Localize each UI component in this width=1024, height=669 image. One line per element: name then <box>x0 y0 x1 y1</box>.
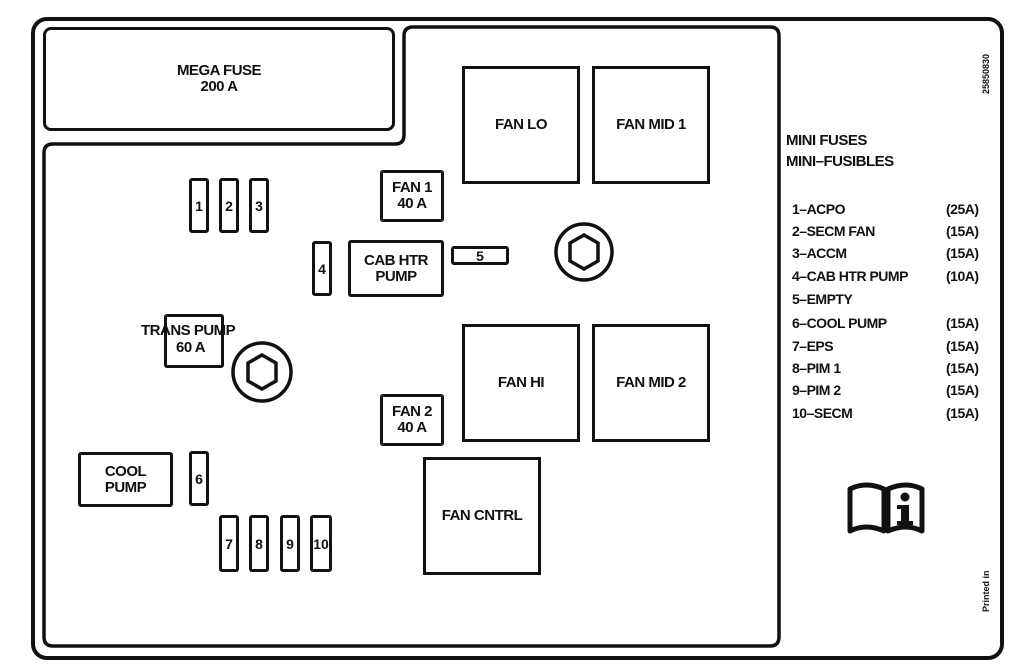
legend-row: 7–EPS (15A) <box>792 338 992 360</box>
cool-pump-line2: PUMP <box>104 478 147 496</box>
legend-item-amps: (15A) <box>946 405 979 421</box>
mini-fuse-1-number: 1 <box>195 197 203 214</box>
relay-fan-hi: FAN HI <box>462 324 580 442</box>
hex-bolt-icon <box>231 341 293 403</box>
mini-fuse-7-number: 7 <box>225 535 233 552</box>
fuse-fan-2: FAN 2 40 A <box>380 394 444 446</box>
legend-item-amps: (15A) <box>946 382 979 398</box>
mini-fuse-5: 5 <box>451 246 509 265</box>
legend-row: 9–PIM 2 (15A) <box>792 382 992 404</box>
mini-fuse-9-number: 9 <box>286 535 294 552</box>
relay-cool-pump: COOL PUMP <box>78 452 173 507</box>
legend-title-french: MINI–FUSIBLES <box>786 153 894 170</box>
relay-fan-mid-2: FAN MID 2 <box>592 324 710 442</box>
legend-item-name: 1–ACPO <box>792 201 846 217</box>
legend-item-amps: (15A) <box>946 315 979 331</box>
relay-fan-mid-1: FAN MID 1 <box>592 66 710 184</box>
relay-fan-lo-label: FAN LO <box>495 116 548 133</box>
trans-pump-rating: 60 A <box>176 339 206 356</box>
mega-fuse-box: MEGA FUSE 200 A <box>43 27 395 131</box>
cool-pump-line1: COOL <box>104 462 147 480</box>
fan-1-rating: 40 A <box>397 195 427 212</box>
mini-fuse-5-number: 5 <box>476 247 484 264</box>
legend-item-name: 5–EMPTY <box>792 291 853 307</box>
legend-row: 1–ACPO (25A) <box>792 201 992 223</box>
legend-item-amps: (25A) <box>946 201 979 217</box>
mini-fuse-10-number: 10 <box>313 535 329 552</box>
relay-fan-hi-label: FAN HI <box>497 374 545 391</box>
fuse-trans-pump <box>164 314 224 368</box>
legend-row: 6–COOL PUMP (15A) <box>792 315 992 337</box>
printed-in-text: Printed in <box>981 570 991 612</box>
mini-fuse-1: 1 <box>189 178 209 233</box>
relay-fan-mid-2-label: FAN MID 2 <box>616 374 686 391</box>
legend-item-name: 6–COOL PUMP <box>792 315 887 331</box>
legend-row: 8–PIM 1 (15A) <box>792 360 992 382</box>
mini-fuse-2-number: 2 <box>225 197 233 214</box>
cab-htr-pump-line2: PUMP <box>375 267 417 285</box>
cab-htr-pump-line1: CAB HTR <box>364 251 429 269</box>
legend-row: 3–ACCM (15A) <box>792 245 992 267</box>
legend-row: 4–CAB HTR PUMP (10A) <box>792 268 992 290</box>
fuse-fan-1: FAN 1 40 A <box>380 170 444 222</box>
relay-fan-cntrl-label: FAN CNTRL <box>441 507 523 524</box>
legend-item-name: 10–SECM <box>792 405 853 421</box>
legend-item-amps: (15A) <box>946 360 979 376</box>
mini-fuse-6-number: 6 <box>195 470 203 487</box>
mega-fuse-label: MEGA FUSE <box>176 62 262 79</box>
fan-1-label: FAN 1 <box>391 179 433 196</box>
legend-item-amps: (15A) <box>946 245 979 261</box>
hex-bolt-icon <box>554 222 614 282</box>
relay-fan-cntrl: FAN CNTRL <box>423 457 541 575</box>
legend-item-amps: (10A) <box>946 268 979 284</box>
legend-item-amps: (15A) <box>946 223 979 239</box>
mini-fuse-4-number: 4 <box>318 260 326 277</box>
mini-fuse-2: 2 <box>219 178 239 233</box>
mini-fuse-6: 6 <box>189 451 209 506</box>
mega-fuse-rating: 200 A <box>200 78 238 95</box>
legend-title: MINI FUSES <box>786 132 867 149</box>
legend-row: 10–SECM (15A) <box>792 405 992 427</box>
legend-item-name: 3–ACCM <box>792 245 847 261</box>
legend-item-name: 4–CAB HTR PUMP <box>792 268 908 284</box>
mini-fuse-8-number: 8 <box>255 535 263 552</box>
relay-cab-htr-pump: CAB HTR PUMP <box>348 240 444 297</box>
relay-fan-mid-1-label: FAN MID 1 <box>616 116 686 133</box>
label-border <box>31 17 1004 660</box>
legend-item-name: 2–SECM FAN <box>792 223 875 239</box>
manual-info-icon <box>847 482 925 534</box>
relay-fan-lo: FAN LO <box>462 66 580 184</box>
fan-2-rating: 40 A <box>397 419 427 436</box>
legend-row: 2–SECM FAN (15A) <box>792 223 992 245</box>
legend-row: 5–EMPTY <box>792 291 992 313</box>
legend-item-amps: (15A) <box>946 338 979 354</box>
mini-fuse-4: 4 <box>312 241 332 296</box>
trans-pump-label: TRANS PUMP <box>141 322 236 339</box>
mini-fuse-9: 9 <box>280 515 300 572</box>
legend-item-name: 8–PIM 1 <box>792 360 841 376</box>
mini-fuse-3: 3 <box>249 178 269 233</box>
mini-fuse-10: 10 <box>310 515 332 572</box>
legend-item-name: 7–EPS <box>792 338 834 354</box>
legend-item-name: 9–PIM 2 <box>792 382 841 398</box>
mini-fuse-3-number: 3 <box>255 197 263 214</box>
fan-2-label: FAN 2 <box>391 403 433 420</box>
part-number: 25850830 <box>981 53 991 94</box>
mini-fuse-8: 8 <box>249 515 269 572</box>
mini-fuse-7: 7 <box>219 515 239 572</box>
